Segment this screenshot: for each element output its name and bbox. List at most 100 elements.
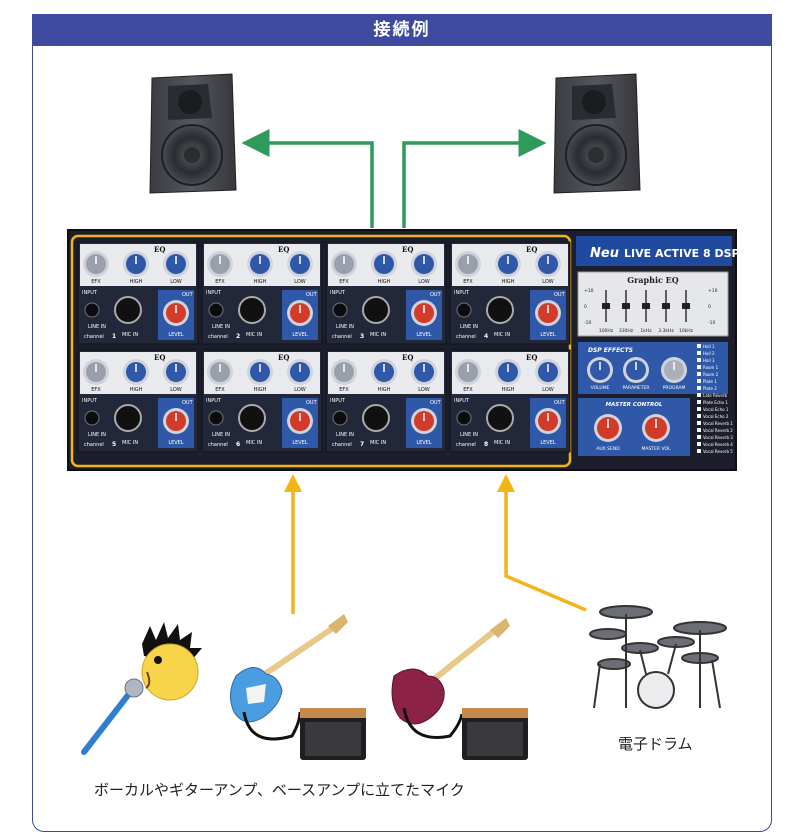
level-knob[interactable]: [287, 408, 313, 434]
xlr-mic-jack[interactable]: [114, 296, 142, 324]
program-name: Vocal Echo 2: [703, 414, 729, 419]
eq-db-label-left: 0: [584, 304, 587, 310]
program-indicator: [697, 351, 701, 355]
line-in-jack[interactable]: [332, 410, 348, 426]
low-knob[interactable]: [287, 251, 313, 277]
xlr-mic-jack[interactable]: [238, 404, 266, 432]
line-in-label: LINE IN: [460, 324, 478, 330]
high-knob[interactable]: [247, 251, 273, 277]
level-knob[interactable]: [535, 408, 561, 434]
dsp-knob[interactable]: [587, 357, 613, 383]
xlr-mic-jack[interactable]: [486, 296, 514, 324]
channel-number: 5: [112, 441, 116, 448]
low-knob[interactable]: [163, 251, 189, 277]
mic-in-label: MIC IN: [122, 440, 138, 446]
channel-knob-label: HIGH: [130, 387, 143, 393]
channel-knob-label: EFX: [91, 387, 101, 393]
dsp-knob[interactable]: [623, 357, 649, 383]
channel-knob-label: EFX: [339, 279, 349, 285]
low-knob[interactable]: [535, 251, 561, 277]
efx-knob[interactable]: [207, 359, 233, 385]
output-arrow-right: [402, 129, 547, 228]
level-knob[interactable]: [535, 300, 561, 326]
master-knob[interactable]: [642, 414, 670, 442]
caption-electronic-drums: 電子ドラム: [618, 735, 693, 753]
channel-eq-label: EQ: [402, 245, 413, 254]
high-knob[interactable]: [123, 251, 149, 277]
line-in-jack[interactable]: [84, 302, 100, 318]
input-label: INPUT: [330, 398, 346, 404]
eq-slider-handle[interactable]: [642, 303, 650, 309]
channel-knob-label: LOW: [418, 279, 430, 285]
channel-number: 7: [360, 441, 364, 448]
out-label: OUT: [182, 400, 194, 406]
high-knob[interactable]: [371, 359, 397, 385]
master-knob[interactable]: [594, 414, 622, 442]
out-label: OUT: [554, 400, 566, 406]
low-knob[interactable]: [163, 359, 189, 385]
input-label: INPUT: [206, 398, 222, 404]
low-knob[interactable]: [287, 359, 313, 385]
channel-knob-label: HIGH: [502, 387, 515, 393]
eq-slider-handle[interactable]: [602, 303, 610, 309]
eq-slider-handle[interactable]: [682, 303, 690, 309]
xlr-mic-jack[interactable]: [238, 296, 266, 324]
efx-knob[interactable]: [207, 251, 233, 277]
efx-knob[interactable]: [83, 251, 109, 277]
eq-slider-handle[interactable]: [622, 303, 630, 309]
channel-knob-label: LOW: [170, 387, 182, 393]
high-knob[interactable]: [495, 359, 521, 385]
channel-knob-label: EFX: [215, 279, 225, 285]
xlr-mic-jack[interactable]: [486, 404, 514, 432]
line-in-jack[interactable]: [332, 302, 348, 318]
high-knob[interactable]: [371, 251, 397, 277]
level-knob[interactable]: [163, 300, 189, 326]
high-knob[interactable]: [247, 359, 273, 385]
dsp-knob[interactable]: [661, 357, 687, 383]
xlr-mic-jack[interactable]: [362, 404, 390, 432]
low-knob[interactable]: [535, 359, 561, 385]
high-knob[interactable]: [123, 359, 149, 385]
xlr-mic-jack[interactable]: [114, 404, 142, 432]
line-in-jack[interactable]: [456, 410, 472, 426]
channel-eq-label: EQ: [402, 353, 413, 362]
out-label: OUT: [430, 292, 442, 298]
efx-knob[interactable]: [83, 359, 109, 385]
low-knob[interactable]: [411, 359, 437, 385]
input-label: INPUT: [330, 290, 346, 296]
eq-db-label-right: 0: [708, 304, 711, 310]
level-knob[interactable]: [411, 408, 437, 434]
dsp-title: DSP EFFECTS: [588, 347, 633, 354]
line-in-jack[interactable]: [208, 302, 224, 318]
efx-knob[interactable]: [455, 359, 481, 385]
level-knob[interactable]: [287, 300, 313, 326]
line-in-jack[interactable]: [208, 410, 224, 426]
efx-knob[interactable]: [455, 251, 481, 277]
low-knob[interactable]: [411, 251, 437, 277]
level-knob[interactable]: [163, 408, 189, 434]
out-label: OUT: [430, 400, 442, 406]
program-indicator: [697, 365, 701, 369]
high-knob[interactable]: [495, 251, 521, 277]
channel-number: 4: [484, 333, 488, 340]
input-label: INPUT: [454, 290, 470, 296]
channel-knob-label: LOW: [542, 387, 554, 393]
channel-eq-label: EQ: [154, 353, 165, 362]
mic-in-label: MIC IN: [370, 440, 386, 446]
eq-slider-handle[interactable]: [662, 303, 670, 309]
xlr-mic-jack[interactable]: [362, 296, 390, 324]
channel-knob-label: HIGH: [502, 279, 515, 285]
line-in-jack[interactable]: [456, 302, 472, 318]
mic-in-label: MIC IN: [494, 332, 510, 338]
efx-knob[interactable]: [331, 359, 357, 385]
level-knob[interactable]: [411, 300, 437, 326]
line-in-jack[interactable]: [84, 410, 100, 426]
program-name: Plate 1: [703, 379, 717, 384]
model-name: LIVE ACTIVE 8 DSP: [624, 247, 740, 260]
line-in-label: LINE IN: [212, 324, 230, 330]
efx-knob[interactable]: [331, 251, 357, 277]
